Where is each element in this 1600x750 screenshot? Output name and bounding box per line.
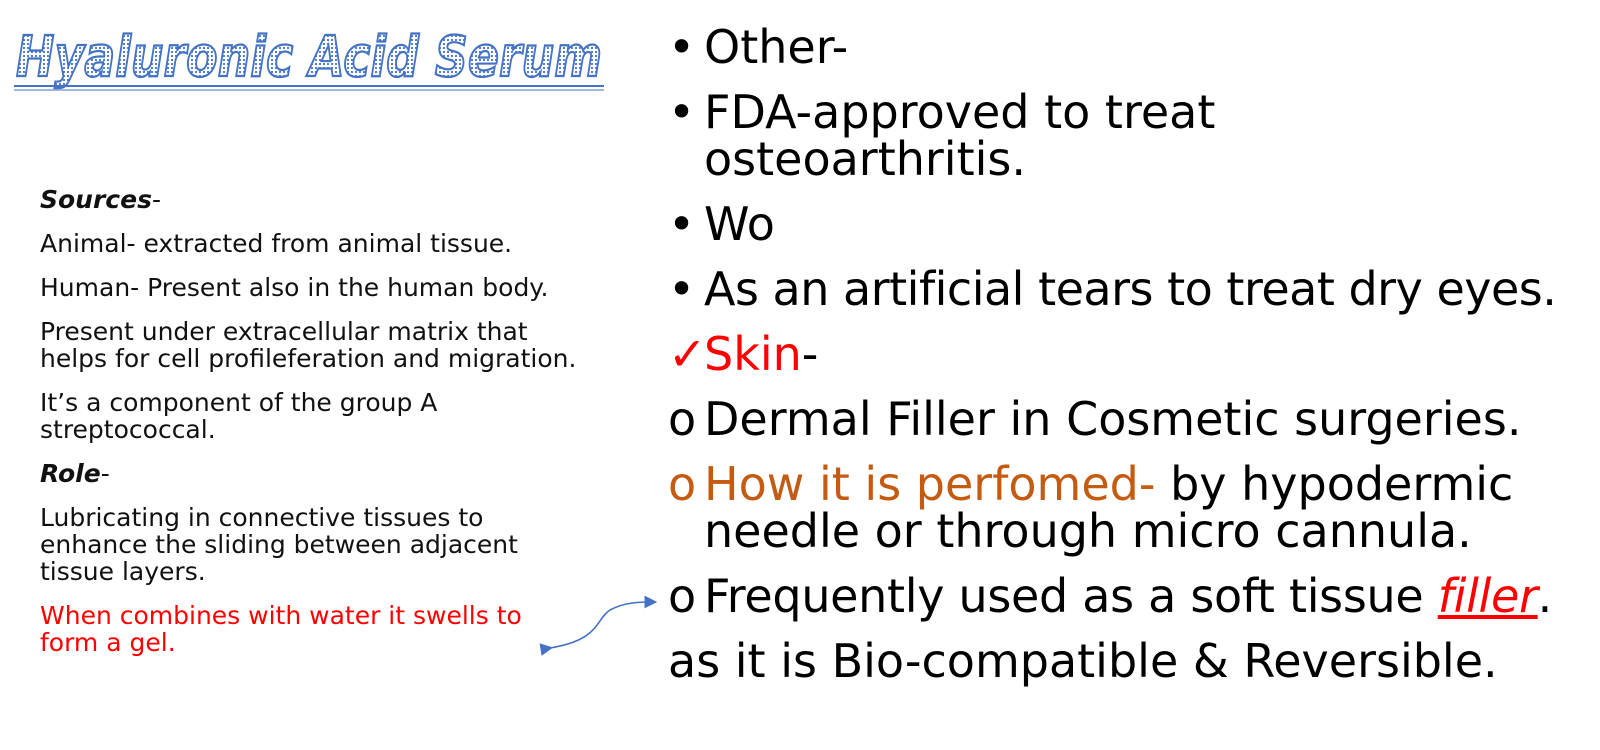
- title-text: Hyaluronic Acid Serum: [16, 25, 602, 90]
- source-extracellular: Present under extracellular matrix that …: [40, 317, 577, 373]
- bio-compatible-line: as it is Bio-compatible & Reversible.: [668, 634, 1498, 688]
- bullet-fda: •FDA-approved to treat osteoarthritis.: [668, 85, 1216, 186]
- role-lubricating: Lubricating in connective tissues to enh…: [40, 503, 518, 586]
- bullet-tears: •As an artificial tears to treat dry eye…: [668, 262, 1557, 316]
- role-heading: Role-: [40, 459, 110, 488]
- title-graphic: Hyaluronic Acid Serum: [14, 24, 604, 91]
- source-animal: Animal- extracted from animal tissue.: [40, 229, 513, 258]
- slide-title: Hyaluronic Acid Serum: [14, 18, 614, 98]
- connector-arrow: [539, 595, 658, 656]
- right-column: •Other- •FDA-approved to treat osteoarth…: [668, 24, 1593, 703]
- role-gel: When combines with water it swells to fo…: [40, 601, 522, 657]
- source-streptococcal: It’s a component of the group A streptoc…: [40, 388, 438, 444]
- bullet-wo: •Wo: [668, 197, 775, 251]
- bullet-other: •Other-: [668, 20, 849, 74]
- sources-heading: Sources-: [40, 185, 161, 214]
- skin-heading: ✓Skin-: [668, 327, 819, 381]
- source-human: Human- Present also in the human body.: [40, 273, 549, 302]
- circle-bullet-icon: o: [668, 569, 696, 623]
- left-column: Sources- Animal- extracted from animal t…: [40, 186, 580, 673]
- circle-bullet-icon: o: [668, 457, 697, 511]
- check-icon: ✓: [668, 327, 707, 381]
- circle-bullet-icon: o: [668, 392, 697, 446]
